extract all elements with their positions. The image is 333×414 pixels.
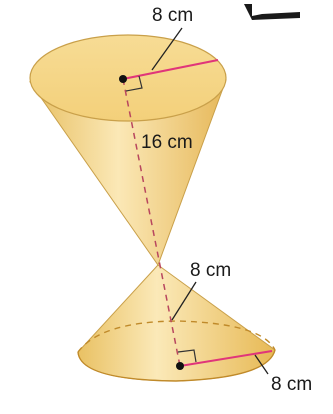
lower-cone-body bbox=[77, 264, 276, 382]
upper-right-angle-marker bbox=[125, 75, 143, 92]
upper-center-point bbox=[119, 75, 127, 83]
upper-radius-leader bbox=[151, 27, 183, 71]
height-axis-line bbox=[122, 78, 181, 367]
lower-radius-label: 8 cm bbox=[271, 374, 312, 395]
lower-height-leader bbox=[171, 281, 197, 321]
upper-height-label: 16 cm bbox=[141, 132, 193, 153]
lower-right-angle-marker bbox=[177, 349, 197, 363]
lower-cone-base-front-arc bbox=[77, 349, 276, 382]
upper-radius-line bbox=[122, 59, 219, 80]
upper-radius-label: 8 cm bbox=[152, 5, 193, 26]
lower-cone-base-hidden-arc bbox=[77, 320, 276, 353]
lower-center-point bbox=[176, 362, 184, 370]
corner-mark bbox=[244, 4, 300, 20]
lower-radius-leader bbox=[254, 354, 269, 375]
lower-radius-line bbox=[179, 350, 273, 367]
lower-height-label: 8 cm bbox=[190, 260, 231, 281]
